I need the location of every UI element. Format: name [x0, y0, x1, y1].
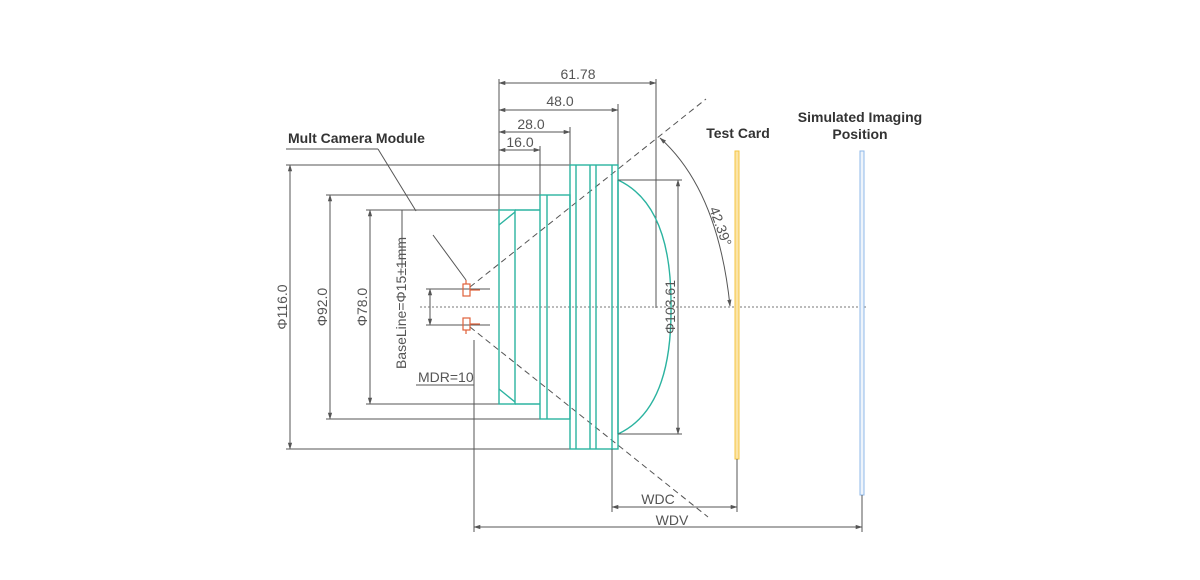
dimension-phi-116: Φ116.0	[274, 164, 570, 450]
phi-116-label: Φ116.0	[274, 284, 290, 329]
test-card	[734, 150, 740, 460]
dimension-baseline: BaseLine=Φ15±1mm	[393, 210, 490, 369]
phi-92-label: Φ92.0	[314, 288, 330, 327]
module-leaders	[286, 148, 467, 281]
dimension-phi-78: Φ78.0	[354, 209, 515, 405]
imaging-plane	[859, 150, 865, 496]
baseline-label: BaseLine=Φ15±1mm	[393, 237, 409, 369]
field-of-view-lines	[469, 98, 709, 518]
wdv-label: WDV	[656, 512, 689, 528]
dimension-wdc: WDC	[611, 449, 738, 512]
camera-sensor-top	[462, 280, 480, 297]
dimension-16-0-label: 16.0	[506, 134, 533, 150]
dimension-16-0: 16.0	[498, 134, 541, 195]
dimension-phi-92: Φ92.0	[314, 194, 540, 420]
dimension-61-78-label: 61.78	[560, 66, 595, 82]
test-card-label: Test Card	[706, 125, 770, 141]
dimension-wdv: WDV	[473, 340, 863, 532]
wdc-label: WDC	[641, 491, 674, 507]
camera-sensor-bottom	[462, 317, 480, 334]
angle-label: 42.39°	[706, 204, 735, 248]
dimension-28-0-label: 28.0	[517, 116, 544, 132]
dimension-48-0-label: 48.0	[546, 93, 573, 109]
dimension-28-0: 28.0	[498, 116, 571, 165]
phi-78-label: Φ78.0	[354, 288, 370, 327]
imaging-label-line2: Position	[832, 126, 887, 142]
dimension-48-0: 48.0	[498, 93, 619, 165]
imaging-label-line1: Simulated Imaging	[798, 109, 922, 125]
dimension-mdr: MDR=10	[416, 369, 474, 386]
lens-body	[498, 164, 672, 450]
mdr-label: MDR=10	[418, 369, 474, 385]
module-label: Mult Camera Module	[288, 130, 425, 146]
phi-103-label: Φ103.61	[662, 280, 678, 334]
dimension-61-78: 61.78	[498, 66, 657, 308]
